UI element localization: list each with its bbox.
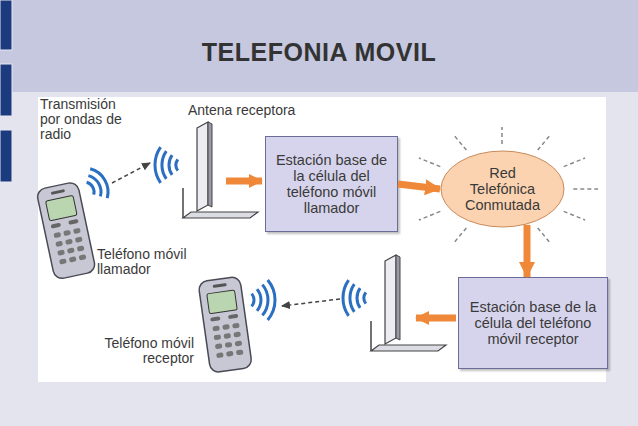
ellipse-shape [441,151,564,227]
network-rays [419,127,598,243]
annotation-label: Teléfono móvil llamador [97,247,205,277]
base-station-box: Estación base de la célula del teléfono … [458,277,608,369]
slide-title: TELEFONIA MOVIL [0,38,638,67]
flow-connector [524,225,531,277]
flow-connector [398,184,440,189]
flow-arrow [416,315,456,322]
caller-phone [36,181,96,280]
receiving-antenna [155,122,258,218]
receiver-phone [198,276,252,373]
radio-waves [87,169,275,320]
annotation-label: Teléfono móvil receptor [76,336,194,366]
node-text: Red Telefónica Conmutada [458,165,547,213]
side-bar [0,130,12,182]
diagram-panel [38,97,606,382]
node-text: Estación base de la célula del teléfono … [274,152,389,216]
annotation-label: Transmisión por ondas de radio [40,97,126,142]
signal-path [112,163,150,183]
side-bar [0,64,12,116]
node-text: Estación base de la célula del teléfono … [467,299,599,347]
base-station-box: Estación base de la célula del teléfono … [265,136,398,232]
header-band [0,0,638,92]
signal-path [282,299,340,306]
annotation-label: Antena receptora [188,103,338,118]
network-ellipse: Red Telefónica Conmutada [440,150,565,228]
side-bar [0,0,12,50]
flow-arrow [226,178,262,185]
receiving-antenna [343,255,446,351]
